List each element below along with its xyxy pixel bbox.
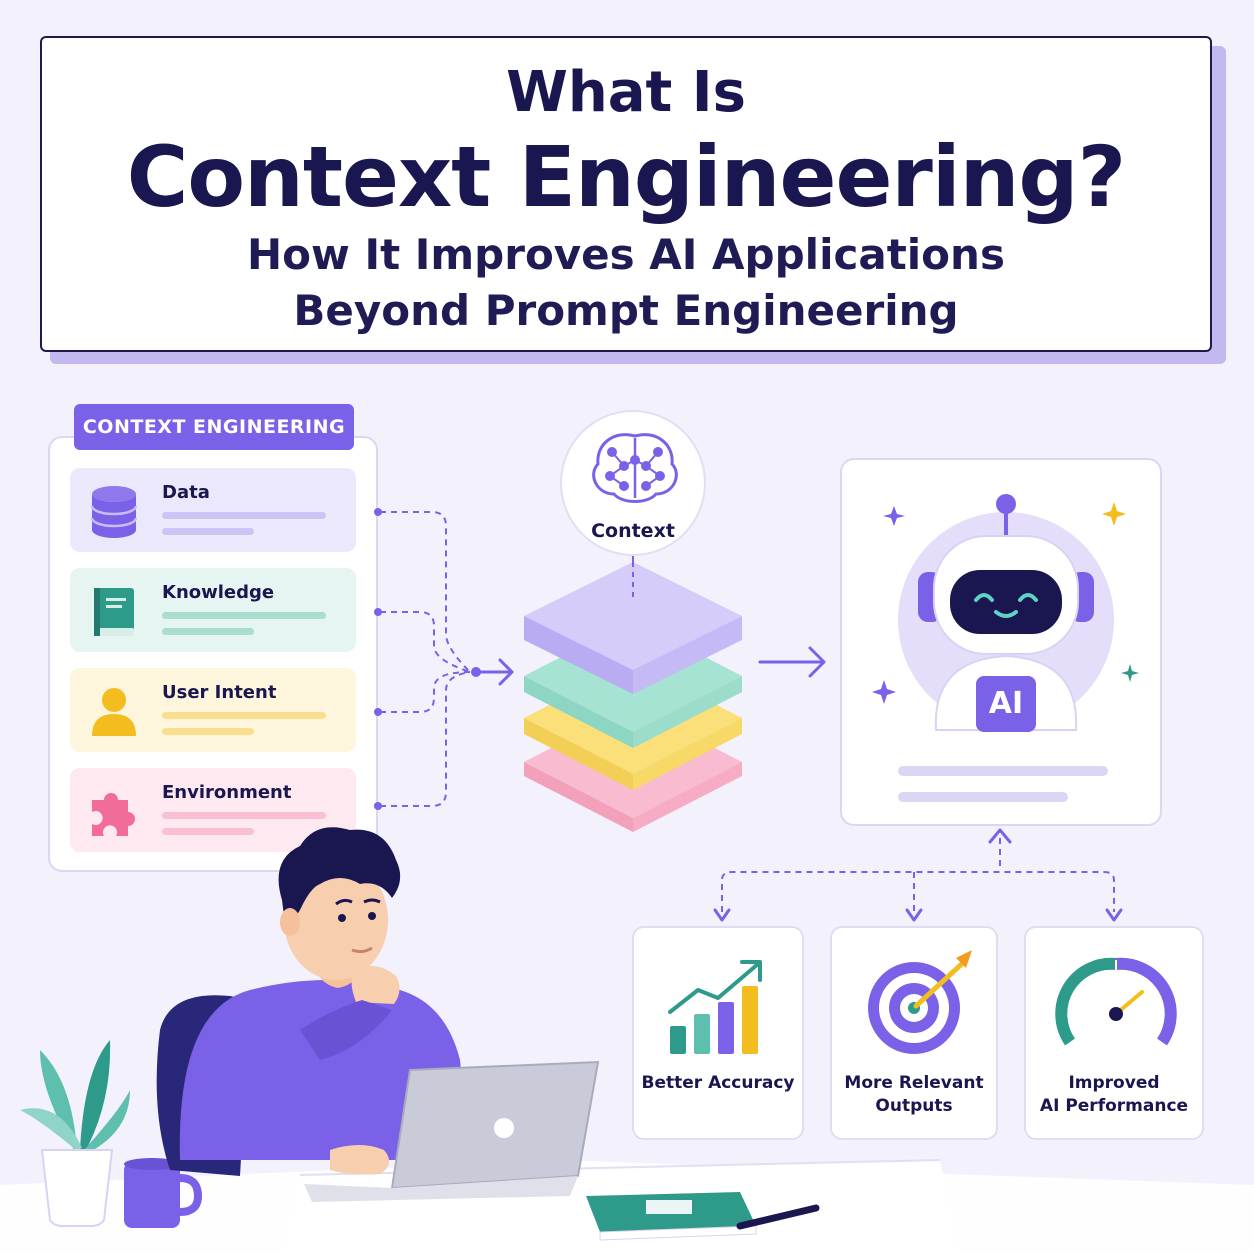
connector-outcomes (721, 838, 1115, 912)
context-node: Context (560, 410, 706, 556)
brain-network-icon (592, 433, 678, 503)
mug-icon (124, 1158, 203, 1228)
component-label-user-intent: User Intent (162, 682, 277, 703)
layer-purple (524, 562, 742, 694)
outcome-label-line: Better Accuracy (641, 1073, 795, 1093)
outcome-card-relevant: More Relevant Outputs (830, 926, 998, 1140)
subtitle-line-2: Beyond Prompt Engineering (293, 286, 959, 335)
context-label: Context (591, 520, 675, 542)
connector-knowledge (380, 611, 471, 673)
outcome-label-line: Improved (1068, 1073, 1160, 1093)
arrow-into-stack (474, 658, 514, 686)
title-line-1: What Is (506, 60, 746, 125)
component-label-environment: Environment (162, 782, 292, 803)
target-icon (868, 950, 972, 1054)
connector-environment (380, 671, 471, 807)
placeholder-bar (162, 712, 326, 719)
plant-icon (20, 1040, 130, 1227)
outcome-card-performance: Improved AI Performance (1024, 926, 1204, 1140)
component-item-data: Data (70, 468, 356, 552)
connector-user-intent (380, 671, 471, 713)
outcome-label-line: More Relevant (844, 1073, 984, 1093)
growth-chart-icon (668, 960, 762, 1054)
database-icon (90, 486, 138, 538)
arrow-up-to-ai (988, 828, 1012, 844)
outcome-label-line: AI Performance (1039, 1096, 1189, 1116)
puzzle-icon (92, 793, 135, 836)
outcome-label-performance: Improved AI Performance (1026, 1072, 1202, 1118)
outcome-label-relevant: More Relevant Outputs (832, 1072, 996, 1118)
outcome-card-accuracy: Better Accuracy (632, 926, 804, 1140)
book-icon (94, 588, 134, 636)
component-label-data: Data (162, 482, 210, 503)
connector-data (380, 511, 471, 673)
placeholder-bar (162, 612, 326, 619)
component-label-knowledge: Knowledge (162, 582, 275, 603)
arrow-to-ai (758, 646, 826, 678)
placeholder-bar (162, 528, 254, 535)
robot-icon (872, 494, 1139, 802)
placeholder-bar (162, 628, 254, 635)
title-line-2: Context Engineering? (126, 128, 1127, 226)
panel-tag: CONTEXT ENGINEERING (74, 404, 354, 450)
subtitle-line-1: How It Improves AI Applications (247, 230, 1005, 279)
placeholder-bar (162, 512, 326, 519)
notebook-icon (586, 1192, 820, 1241)
title-card: What Is Context Engineering? How It Impr… (40, 36, 1212, 352)
user-icon (92, 688, 136, 736)
ai-badge: AI (988, 686, 1024, 721)
placeholder-bar (162, 728, 254, 735)
speedometer-icon (1055, 957, 1177, 1046)
outcome-label-accuracy: Better Accuracy (634, 1072, 802, 1095)
placeholder-bar (162, 812, 326, 819)
outcome-label-line: Outputs (875, 1096, 953, 1116)
placeholder-bar (162, 828, 254, 835)
ai-output-card: AI (840, 458, 1162, 826)
component-item-user-intent: User Intent (70, 668, 356, 752)
component-item-knowledge: Knowledge (70, 568, 356, 652)
